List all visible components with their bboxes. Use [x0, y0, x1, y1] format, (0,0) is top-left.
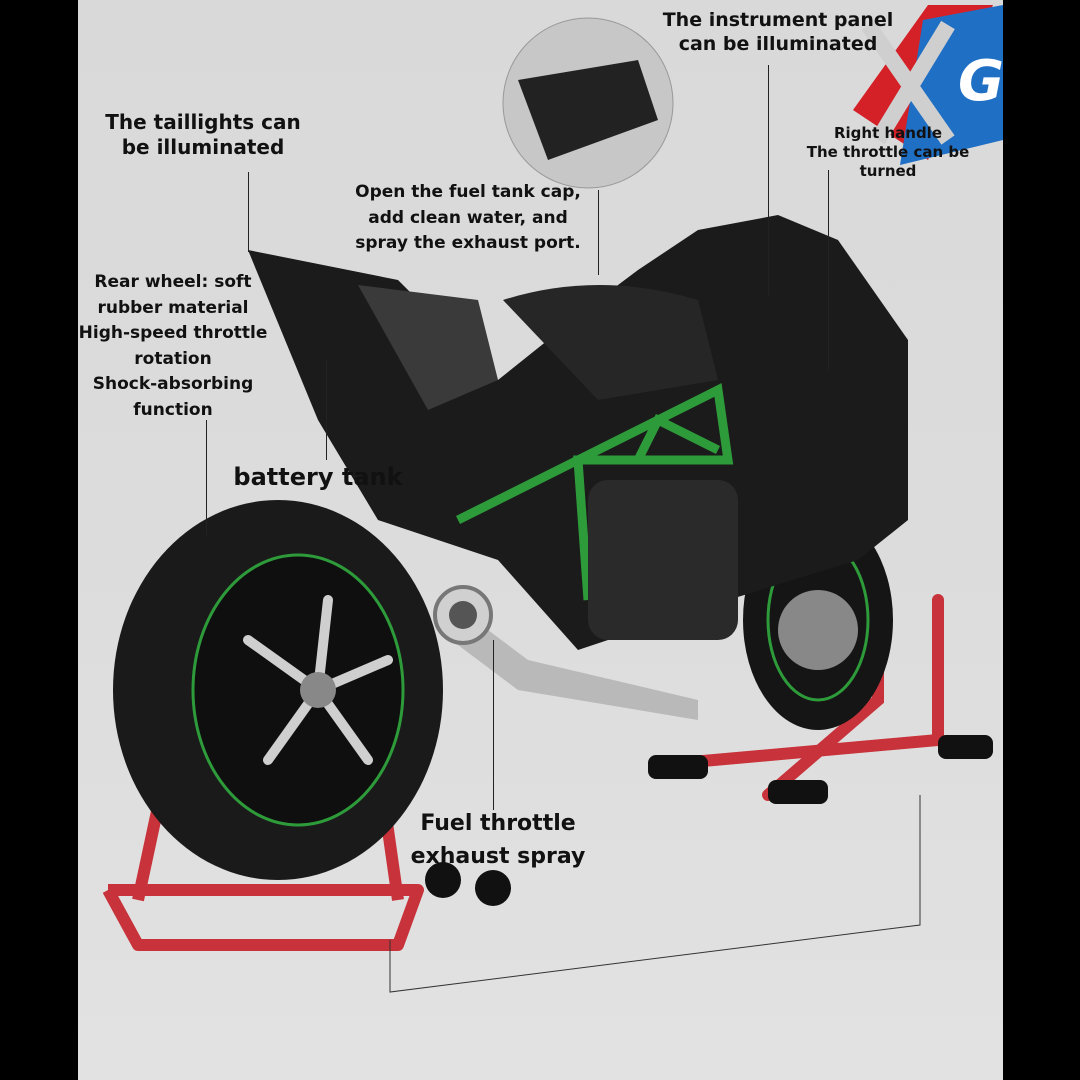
- motorcycle-illustration: GT: [102, 5, 1003, 993]
- rear-wheel-label: Rear wheel: soft rubber material High-sp…: [78, 272, 268, 420]
- exhaust-label: Fuel throttle exhaust spray: [410, 811, 586, 869]
- svg-text:GT: GT: [958, 49, 1003, 114]
- battery-label: battery tank: [233, 463, 403, 491]
- instrument-panel-label: The instrument panel can be illuminated: [662, 9, 894, 55]
- taillights-label: The taillights can be illuminated: [105, 110, 301, 159]
- right-handle-label: Right handle The throttle can be turned: [806, 124, 970, 180]
- fuel-tank-label: Open the fuel tank cap, add clean water,…: [355, 182, 581, 253]
- xgt-logo: GT: [853, 5, 1003, 165]
- trellis-frame: [455, 383, 734, 601]
- product-image: GT The instrument panel can be illuminat…: [78, 0, 1003, 1080]
